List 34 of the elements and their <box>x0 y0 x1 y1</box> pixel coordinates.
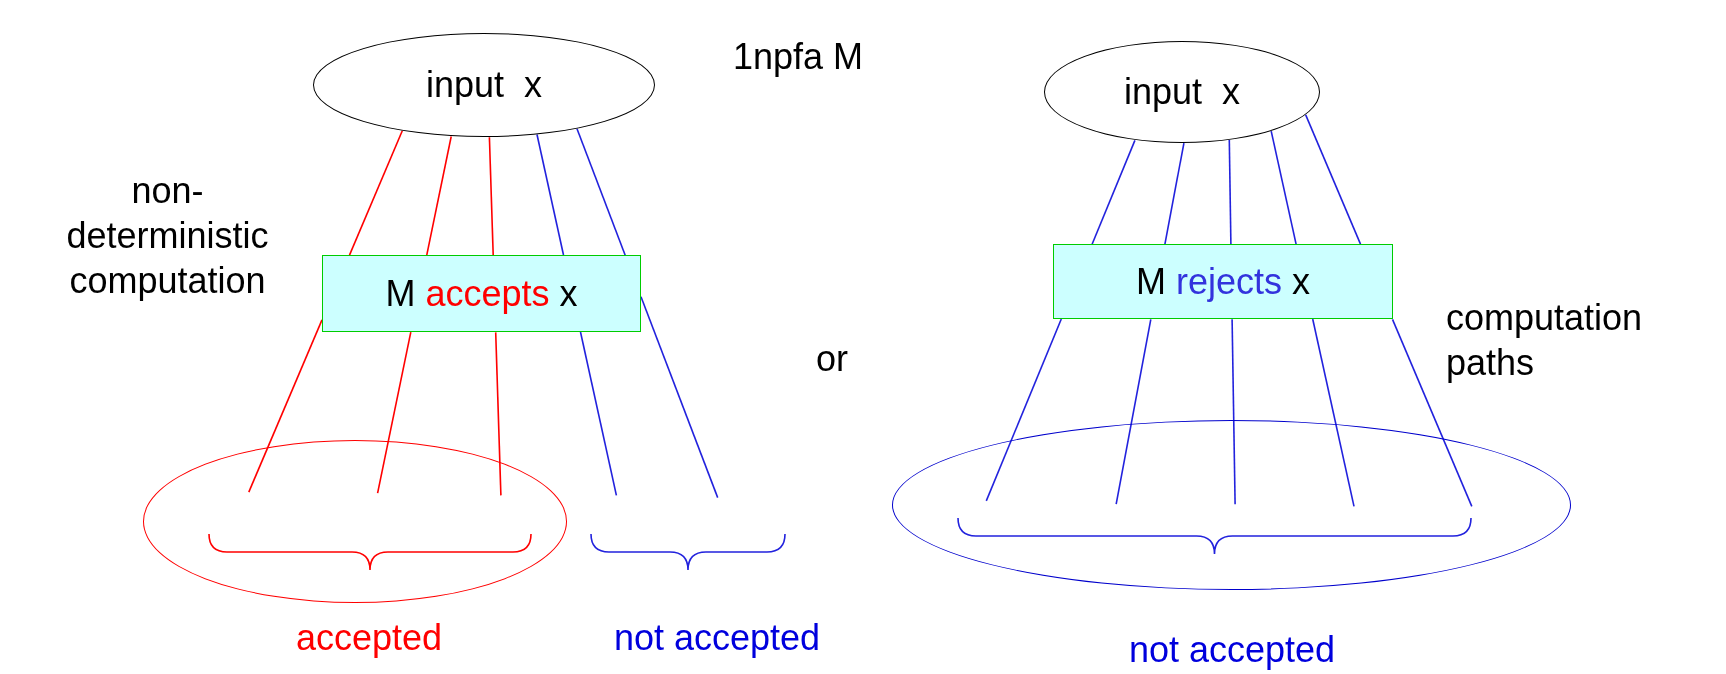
annotation-text: or <box>816 337 849 381</box>
computation-path-line <box>1391 318 1473 508</box>
annotation-text: not accepted <box>612 616 822 660</box>
computation-path-line <box>425 135 452 257</box>
annotation-text: accepted <box>294 616 444 660</box>
computation-path-line <box>488 136 494 256</box>
computation-path-line <box>1164 142 1185 245</box>
computation-path-line <box>579 331 618 497</box>
computation-path-line <box>494 331 502 497</box>
computation-path-line <box>1304 114 1362 245</box>
node-label: M rejects x <box>1135 260 1311 303</box>
annotation-text: not accepted <box>1127 628 1337 672</box>
computation-path-line <box>348 129 404 256</box>
computation-path-line <box>376 331 412 494</box>
computation-path-line <box>1231 318 1236 505</box>
result-box <box>1053 244 1393 319</box>
computation-path-line <box>1091 139 1136 245</box>
computation-path-line <box>1311 318 1355 508</box>
computation-path-line <box>1228 139 1232 245</box>
node-label: input x <box>1123 71 1241 113</box>
computation-path-line <box>985 318 1063 502</box>
computation-path-line <box>536 133 565 256</box>
node-label: input x <box>425 64 543 106</box>
annotation-text: computation paths <box>1446 296 1644 385</box>
computation-path-line <box>576 127 626 257</box>
computation-path-line <box>1270 130 1297 245</box>
group-ellipse <box>143 440 567 603</box>
computation-path-line <box>640 295 719 499</box>
node-label: M accepts x <box>385 272 578 315</box>
result-box <box>322 255 641 332</box>
annotation-text: 1npfa M <box>733 35 865 79</box>
annotation-text: non- deterministic computation <box>65 169 270 303</box>
computation-path-line <box>1115 318 1152 505</box>
computation-path-line <box>248 319 323 493</box>
